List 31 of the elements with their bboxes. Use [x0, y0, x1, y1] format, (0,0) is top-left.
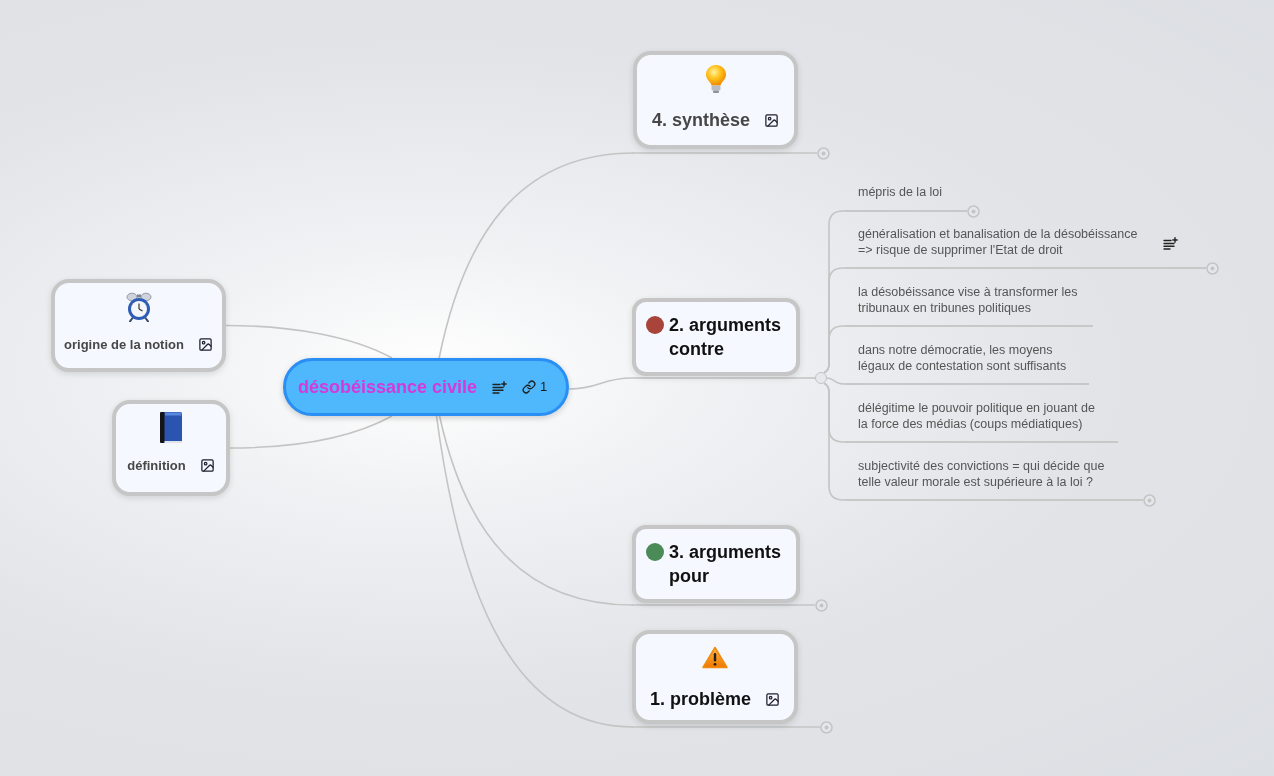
topic-title: origine de la notion — [64, 336, 184, 354]
topic-title: 2. arguments contre — [669, 314, 783, 361]
subtopic-text: subjectivité des convictions = qui décide que telle valeur morale est supérieure à la loi ? — [858, 458, 1106, 490]
connector — [799, 377, 816, 379]
topic-title: 4. synthèse — [651, 109, 751, 132]
topic-card — [632, 630, 798, 724]
subtopic-text: délégitime le pouvoir politique en jouant de la force des médias (coups médiatiques) — [858, 400, 1096, 432]
connector — [823, 325, 846, 374]
connector — [823, 382, 846, 501]
topic-title: définition — [127, 457, 186, 475]
connector — [438, 415, 634, 606]
subtopic-text: dans notre démocratie, les moyens légaux de contestation sont suffisants — [858, 342, 1068, 374]
central-topic — [283, 358, 569, 416]
topic-card — [633, 51, 798, 149]
topic-card — [632, 525, 800, 603]
connector — [568, 377, 633, 390]
topic-card — [112, 400, 230, 496]
connector — [225, 324, 393, 359]
connector — [826, 377, 846, 385]
subtopic-text: généralisation et banalisation de la désobéissance => risque de supprimer l'Etat de droit — [858, 226, 1139, 258]
topic-title: 3. arguments pour — [669, 541, 783, 588]
connector — [435, 415, 634, 728]
central-topic-title: désobéissance civile — [298, 375, 478, 399]
connector — [229, 415, 393, 449]
topic-title: 1. problème — [650, 688, 751, 711]
connector — [438, 152, 635, 359]
topic-card — [51, 279, 226, 372]
subtopic-text: mépris de la loi — [858, 184, 943, 200]
topic-card — [632, 298, 800, 376]
subtopic-text: la désobéissance vise à transformer les tribunaux en tribunes politiques — [858, 284, 1079, 316]
link-count: 1 — [540, 378, 548, 397]
